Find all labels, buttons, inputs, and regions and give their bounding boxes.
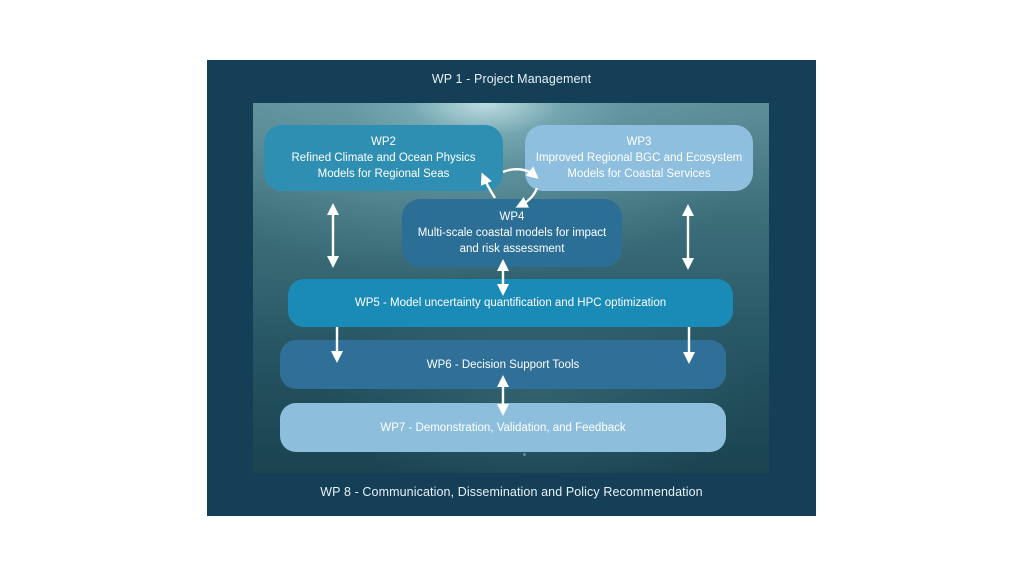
wp1-project-management-label: WP 1 - Project Management [431,72,592,86]
wp6-box: WP6 - Decision Support Tools [280,340,726,389]
bubble [523,453,526,456]
wp3-description-line1: Improved Regional BGC and Ecosystem [535,152,743,164]
wp5-box: WP5 - Model uncertainty quantification a… [288,279,733,327]
wp2-description-line1: Refined Climate and Ocean Physics [291,152,476,164]
wp3-title: WP3 [626,136,652,148]
wp5-label: WP5 - Model uncertainty quantification a… [354,297,667,309]
wp7-box: WP7 - Demonstration, Validation, and Fee… [280,403,726,452]
wp3-box: WP3 Improved Regional BGC and Ecosystem … [525,125,753,191]
wp2-description-line2: Models for Regional Seas [317,168,450,180]
wp2-box: WP2 Refined Climate and Ocean Physics Mo… [264,125,503,191]
wp4-box: WP4 Multi-scale coastal models for impac… [402,199,622,267]
wp3-description-line2: Models for Coastal Services [567,168,711,180]
wp2-title: WP2 [371,136,396,148]
wp6-label: WP6 - Decision Support Tools [426,358,580,371]
wp4-description-line2: and risk assessment [459,243,565,255]
wp4-description-line1: Multi-scale coastal models for impact [417,227,607,239]
wp4-title: WP4 [499,211,525,223]
wp7-label: WP7 - Demonstration, Validation, and Fee… [380,421,626,434]
wp8-communication-label: WP 8 - Communication, Dissemination and … [320,485,703,499]
